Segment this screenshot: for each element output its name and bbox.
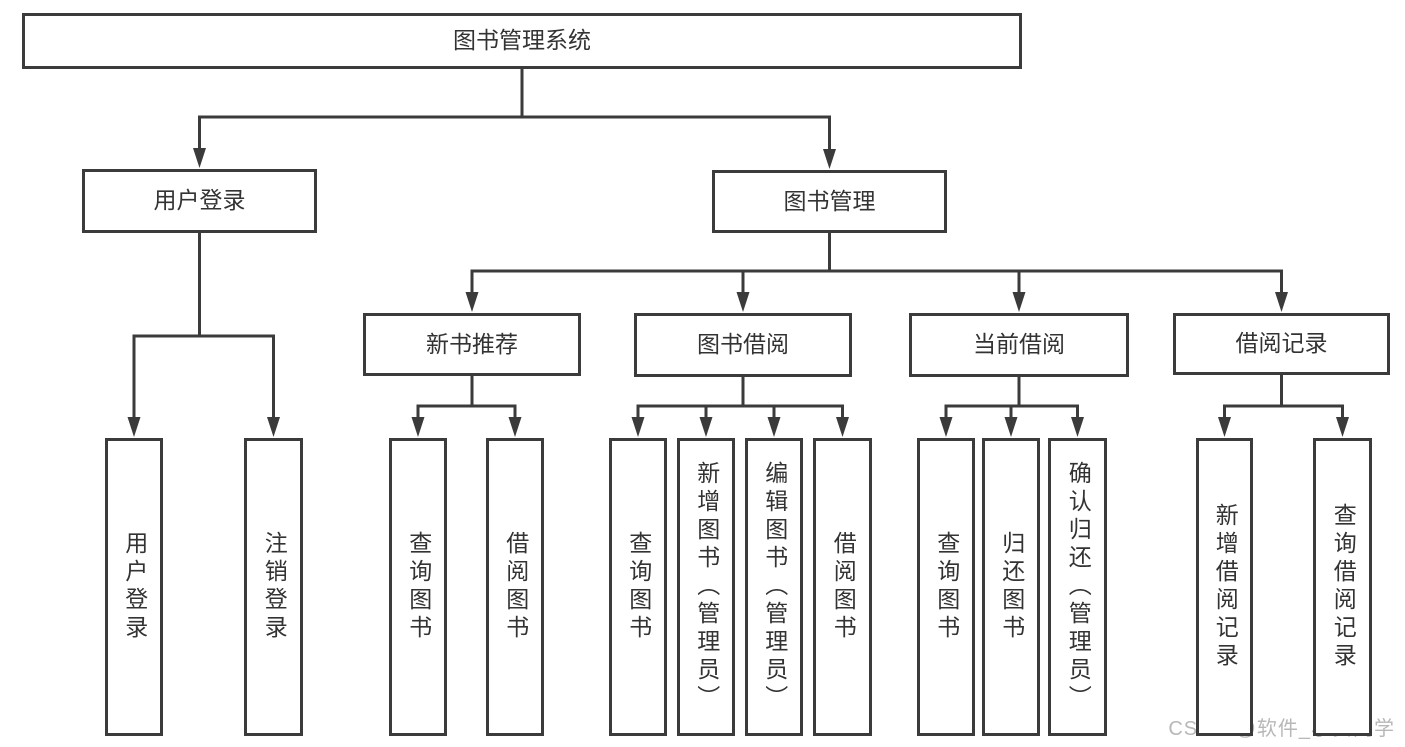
node-user-login: 用户登录 [82, 169, 317, 233]
arrowhead-icon [1336, 417, 1349, 437]
node-leaf-edit-book-admin: 编辑图书（管理员） [745, 438, 803, 736]
node-borrow-record: 借阅记录 [1173, 313, 1390, 375]
node-leaf-confirm-return-admin: 确认归还（管理员） [1048, 438, 1107, 736]
arrowhead-icon [939, 417, 953, 437]
node-leaf-add-book-admin: 新增图书（管理员） [677, 438, 735, 736]
node-label: 查询图书 [625, 531, 652, 643]
node-label: 归还图书 [998, 531, 1025, 643]
arrowhead-icon [267, 417, 280, 437]
node-book-mgmt: 图书管理 [712, 170, 947, 233]
arrowhead-icon [767, 417, 781, 437]
node-label: 借阅记录 [1235, 330, 1328, 357]
arrowhead-icon [411, 417, 425, 437]
node-label: 新增图书（管理员） [693, 461, 720, 713]
node-label: 用户登录 [121, 531, 148, 643]
node-leaf-logout: 注销登录 [244, 438, 303, 736]
node-leaf-borrow-book-2: 借阅图书 [813, 438, 872, 736]
arrowhead-icon [836, 417, 849, 437]
node-leaf-borrow-book-1: 借阅图书 [486, 438, 544, 736]
node-label: 图书管理 [783, 187, 876, 214]
arrowhead-icon [736, 292, 750, 312]
node-label: 新增借阅记录 [1212, 503, 1239, 671]
node-label: 注销登录 [261, 531, 288, 643]
node-label: 用户登录 [153, 187, 246, 214]
arrowhead-icon [127, 417, 141, 437]
arrowhead-icon [1004, 417, 1018, 437]
node-label: 编辑图书（管理员） [761, 461, 788, 713]
node-new-book-rec: 新书推荐 [363, 313, 581, 376]
node-book-borrow: 图书借阅 [634, 313, 852, 377]
node-leaf-query-borrow-record: 查询借阅记录 [1313, 438, 1372, 736]
arrowhead-icon [1071, 417, 1084, 437]
arrowhead-icon [465, 292, 479, 312]
arrowhead-icon [508, 417, 522, 437]
node-label: 确认归还（管理员） [1065, 461, 1092, 713]
node-label: 图书借阅 [697, 331, 789, 358]
arrowhead-icon [1275, 292, 1288, 312]
node-current-borrow: 当前借阅 [909, 313, 1129, 377]
arrowhead-icon [699, 417, 713, 437]
arrowhead-icon [631, 417, 645, 437]
node-label: 借阅图书 [502, 531, 529, 643]
node-label: 借阅图书 [830, 531, 857, 643]
arrowhead-icon [193, 148, 206, 168]
node-root: 图书管理系统 [22, 13, 1022, 69]
node-label: 查询图书 [405, 531, 432, 643]
node-leaf-query-book-1: 查询图书 [389, 438, 447, 736]
node-label: 图书管理系统 [453, 27, 591, 54]
node-label: 查询借阅记录 [1330, 503, 1357, 671]
node-leaf-query-book-3: 查询图书 [917, 438, 975, 736]
node-leaf-add-borrow-record: 新增借阅记录 [1196, 438, 1253, 736]
arrowhead-icon [823, 149, 836, 169]
node-leaf-return-book: 归还图书 [982, 438, 1040, 736]
node-leaf-query-book-2: 查询图书 [609, 438, 667, 736]
node-leaf-user-login: 用户登录 [105, 438, 163, 736]
arrowhead-icon [1012, 292, 1026, 312]
node-label: 新书推荐 [426, 330, 518, 357]
arrowhead-icon [1218, 417, 1231, 437]
node-label: 查询图书 [933, 531, 960, 643]
node-label: 当前借阅 [973, 331, 1065, 358]
